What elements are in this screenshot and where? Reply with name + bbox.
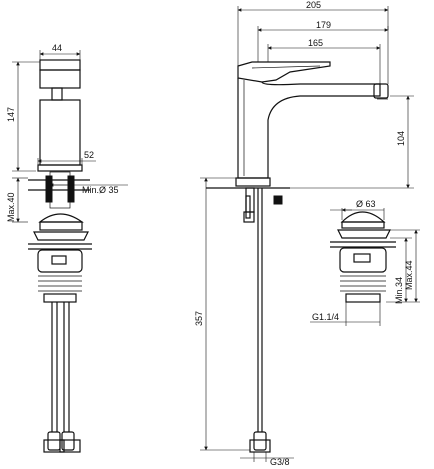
dim-hose-thread: G3/8 [270,457,290,467]
side-body [39,99,81,166]
front-handle [237,61,331,83]
dim-overall-length: 205 [306,0,321,10]
side-handle-top [39,59,81,71]
dim-waste-max: Max.44 [404,260,414,290]
dim-side-hole: Min.Ø 35 [82,185,119,195]
dim-handle-length: 165 [308,38,323,48]
dim-spout-length: 179 [316,20,331,30]
side-handle [39,69,81,89]
dim-side-base: 52 [84,150,94,160]
dim-hose-length: 357 [194,311,204,326]
waste-view: Ø 63 Min.34 Max.44 G1.1/4 [310,199,420,326]
dim-side-height: 147 [6,107,16,122]
dim-side-max: Max.40 [6,192,16,222]
dim-side-width: 44 [52,43,62,53]
side-view: 44 147 52 Min.Ø 35 Max.40 [6,43,128,453]
side-aerator [51,87,63,101]
front-spout [237,78,381,179]
front-view: 205 179 165 104 357 G3/8 [194,0,414,467]
waste-cap [340,211,386,223]
dim-plug-diameter: Ø 63 [356,199,376,209]
dim-spout-height: 104 [396,131,406,146]
dim-waste-thread: G1.1/4 [312,312,339,322]
side-waste-cap [38,213,84,223]
dim-waste-min: Min.34 [394,277,404,304]
